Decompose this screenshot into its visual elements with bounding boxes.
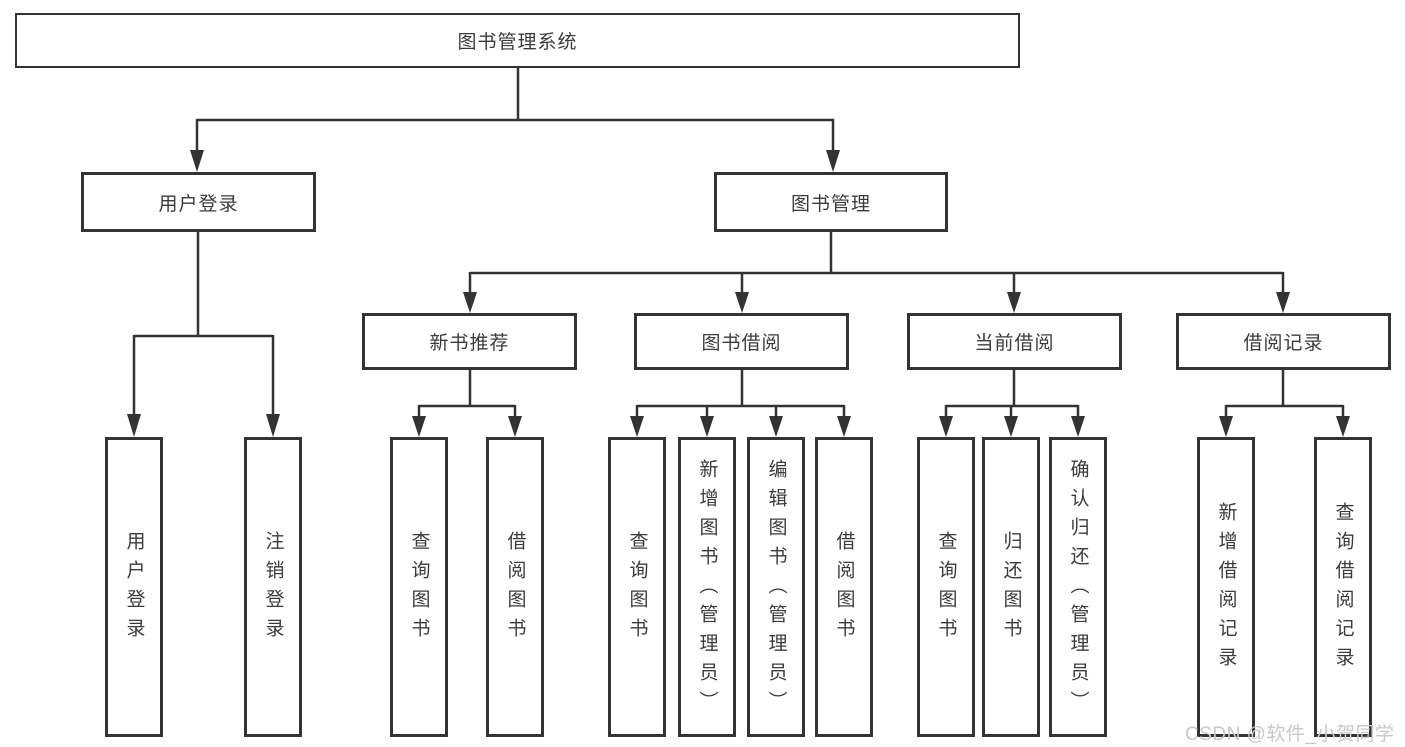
node-label: 归还图书 [1000,531,1022,647]
node-label: 查询借阅记录 [1332,502,1354,676]
leaf-user-login: 用户登录 [105,437,163,737]
node-label: 图书管理系统 [457,32,578,53]
node-label: 编辑图书（管理员） [765,458,787,720]
node-label: 查询图书 [935,531,957,647]
node-borrow-record: 借阅记录 [1176,313,1391,370]
csdn-watermark: CSDN @软件_小贺同学 [1185,724,1395,745]
connector-group-root [132,68,1345,418]
node-label: 确认归还（管理员） [1067,458,1089,720]
node-system-root: 图书管理系统 [15,13,1020,68]
node-label: 用户登录 [158,193,239,215]
leaf-query-books-2: 查询图书 [608,437,666,737]
node-current-borrow: 当前借阅 [907,313,1122,370]
leaf-borrow-books-1: 借阅图书 [486,437,544,737]
node-book-borrow: 图书借阅 [634,313,849,370]
node-label: 查询图书 [408,531,430,647]
node-label: 查询图书 [626,531,648,647]
leaf-return-books: 归还图书 [982,437,1040,737]
arrowheads [127,150,1350,437]
leaf-query-borrow-record: 查询借阅记录 [1314,437,1372,737]
node-label: 借阅图书 [833,531,855,647]
node-new-book-recommend: 新书推荐 [362,313,577,370]
node-book-management: 图书管理 [714,172,948,232]
leaf-logout: 注销登录 [244,437,302,737]
leaf-confirm-return-admin: 确认归还（管理员） [1049,437,1107,737]
leaf-add-books-admin: 新增图书（管理员） [678,437,736,737]
node-label: 借阅记录 [1243,333,1324,354]
node-label: 新增图书（管理员） [696,458,718,720]
node-label: 当前借阅 [974,333,1055,354]
leaf-query-books-3: 查询图书 [917,437,975,737]
node-label: 图书管理 [790,193,871,215]
leaf-add-borrow-record: 新增借阅记录 [1197,437,1255,737]
node-label: 借阅图书 [504,531,526,647]
node-label: 新增借阅记录 [1215,502,1237,676]
node-label: 图书借阅 [701,333,782,354]
node-label: 用户登录 [123,531,145,647]
leaf-borrow-books-2: 借阅图书 [815,437,873,737]
leaf-edit-books-admin: 编辑图书（管理员） [747,437,805,737]
node-label: 注销登录 [262,531,284,647]
node-label: 新书推荐 [429,333,510,354]
leaf-query-books-1: 查询图书 [390,437,448,737]
node-user-login: 用户登录 [81,172,316,232]
